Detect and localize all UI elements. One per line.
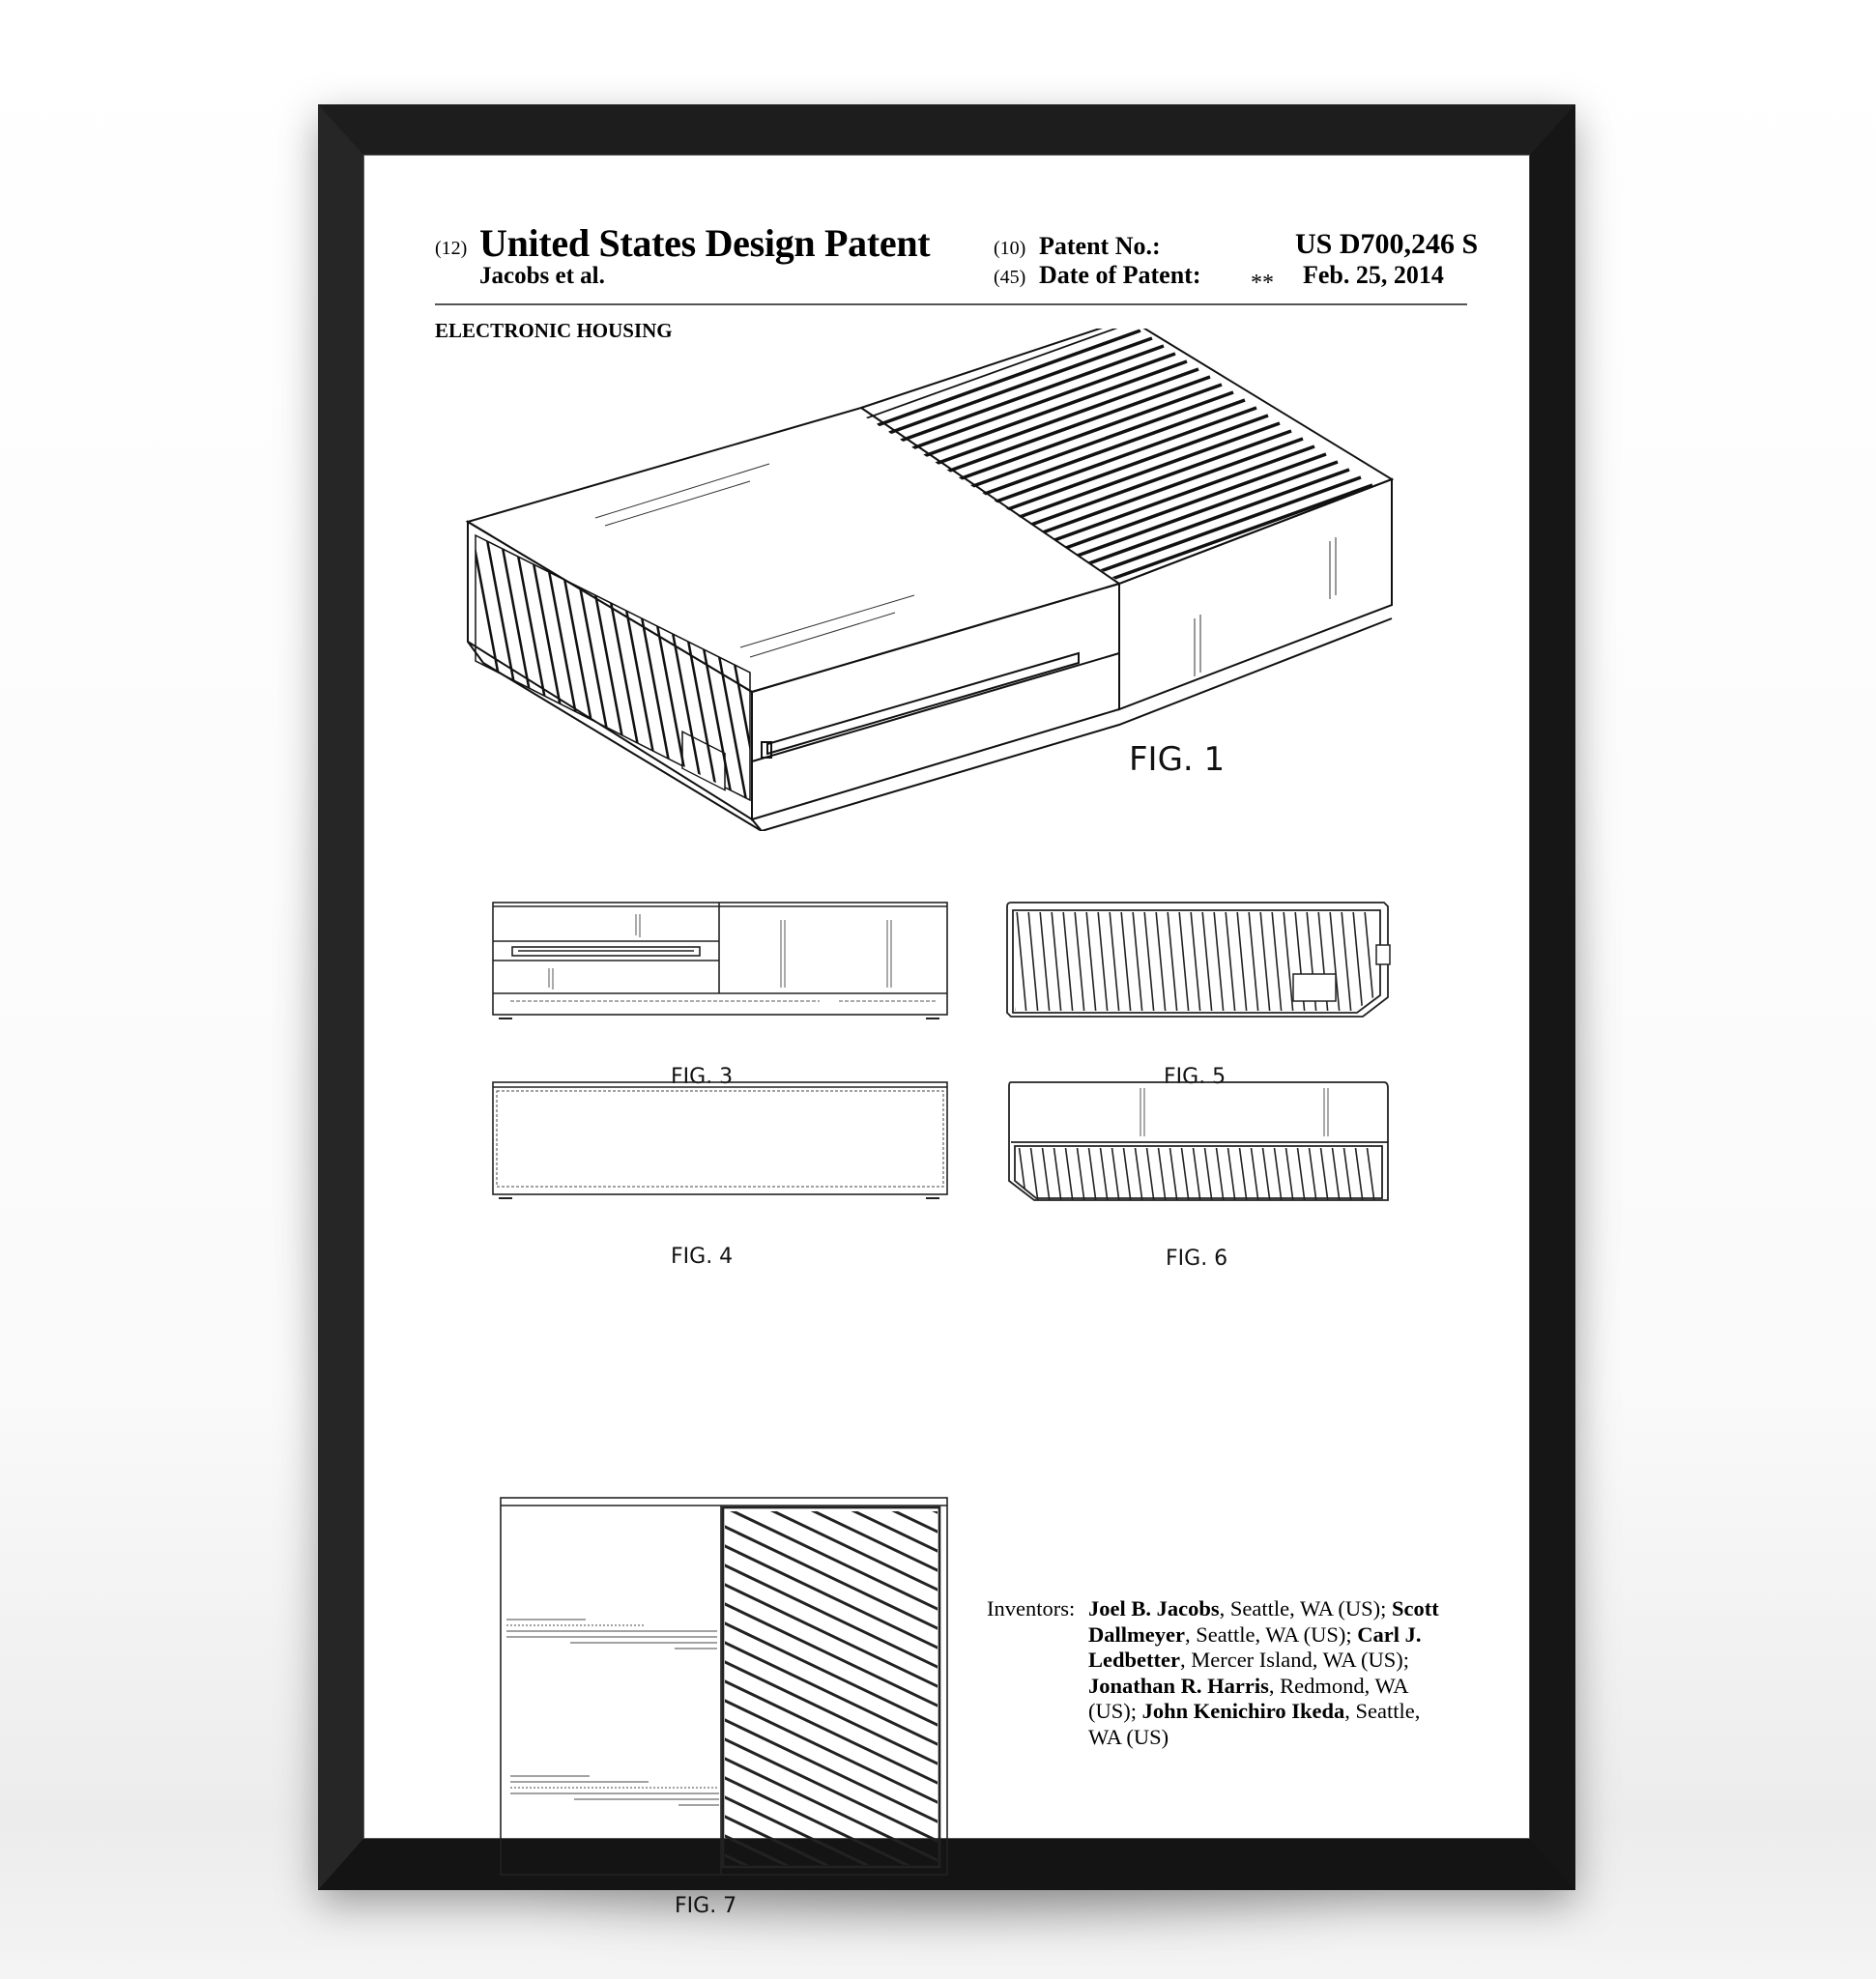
- section-title: ELECTRONIC HOUSING: [435, 319, 673, 342]
- inventor-name: Carl J.: [1357, 1621, 1422, 1647]
- inventors-line-6: WA (US): [1088, 1724, 1169, 1749]
- inventors-line-3: Ledbetter, Mercer Island, WA (US);: [1088, 1648, 1470, 1674]
- inventor-location: , Mercer Island, WA (US);: [1179, 1648, 1409, 1672]
- fig3-label: FIG. 3: [671, 1065, 734, 1089]
- inventors-line-4: Jonathan R. Harris, Redmond, WA: [1088, 1674, 1470, 1700]
- inventor-location: , Seattle, WA (US);: [1184, 1621, 1358, 1647]
- code-45: (45): [994, 267, 1026, 288]
- patent-no-label: Patent No.:: [1039, 232, 1161, 260]
- inventor-name: John Kenichiro Ikeda: [1141, 1699, 1345, 1723]
- fig3-front-view: [492, 902, 948, 1019]
- inventor-name: Jonathan R. Harris: [1088, 1673, 1269, 1698]
- code-10: (10): [994, 238, 1026, 259]
- date-label: Date of Patent:: [1039, 261, 1201, 289]
- inventor-location: , Seattle,: [1344, 1699, 1421, 1723]
- inventor-location: , Redmond, WA: [1268, 1673, 1409, 1698]
- patent-date: Feb. 25, 2014: [1303, 261, 1444, 289]
- inventor-name: Ledbetter: [1088, 1648, 1180, 1672]
- applicant: Jacobs et al.: [479, 263, 605, 289]
- fig1-label: FIG. 1: [1129, 740, 1226, 779]
- fig1-isometric-drawing: [465, 329, 1395, 831]
- inventors-block: Inventors: Joel B. Jacobs, Seattle, WA (…: [987, 1596, 1470, 1750]
- patent-number: US D700,246 S: [1295, 228, 1479, 260]
- fig7-top-view: [500, 1497, 948, 1876]
- fig4-plain-view: [492, 1081, 948, 1199]
- inventors-label: Inventors:: [987, 1596, 1076, 1620]
- patent-title: United States Design Patent: [479, 221, 931, 265]
- fig4-label: FIG. 4: [671, 1245, 734, 1269]
- header-rule: [435, 303, 1467, 305]
- fig6-side-view: [1008, 1081, 1389, 1201]
- inventors-line-5: (US); John Kenichiro Ikeda, Seattle,: [1088, 1699, 1470, 1725]
- inventor-name: Dallmeyer: [1088, 1621, 1185, 1647]
- inventors-list: Joel B. Jacobs, Seattle, WA (US); Scott …: [1088, 1596, 1470, 1750]
- inventors-line-1: Joel B. Jacobs, Seattle, WA (US); Scott: [1088, 1596, 1470, 1622]
- code-12: (12): [435, 238, 468, 259]
- inventors-line-2: Dallmeyer, Seattle, WA (US); Carl J.: [1088, 1622, 1470, 1649]
- fig7-label: FIG. 7: [675, 1894, 737, 1918]
- inventor-name: Joel B. Jacobs: [1088, 1596, 1220, 1620]
- fig5-side-view: [1006, 902, 1391, 1018]
- date-marker: **: [1251, 271, 1274, 296]
- inventor-location: , Seattle, WA (US);: [1219, 1596, 1392, 1620]
- inventor-name: Scott: [1391, 1596, 1439, 1620]
- fig5-label: FIG. 5: [1164, 1065, 1227, 1089]
- poster-frame: (12) United States Design Patent Jacobs …: [318, 104, 1575, 1918]
- fig6-label: FIG. 6: [1166, 1247, 1228, 1271]
- inventor-location: (US);: [1088, 1699, 1142, 1723]
- patent-print: (12) United States Design Patent Jacobs …: [363, 155, 1530, 1918]
